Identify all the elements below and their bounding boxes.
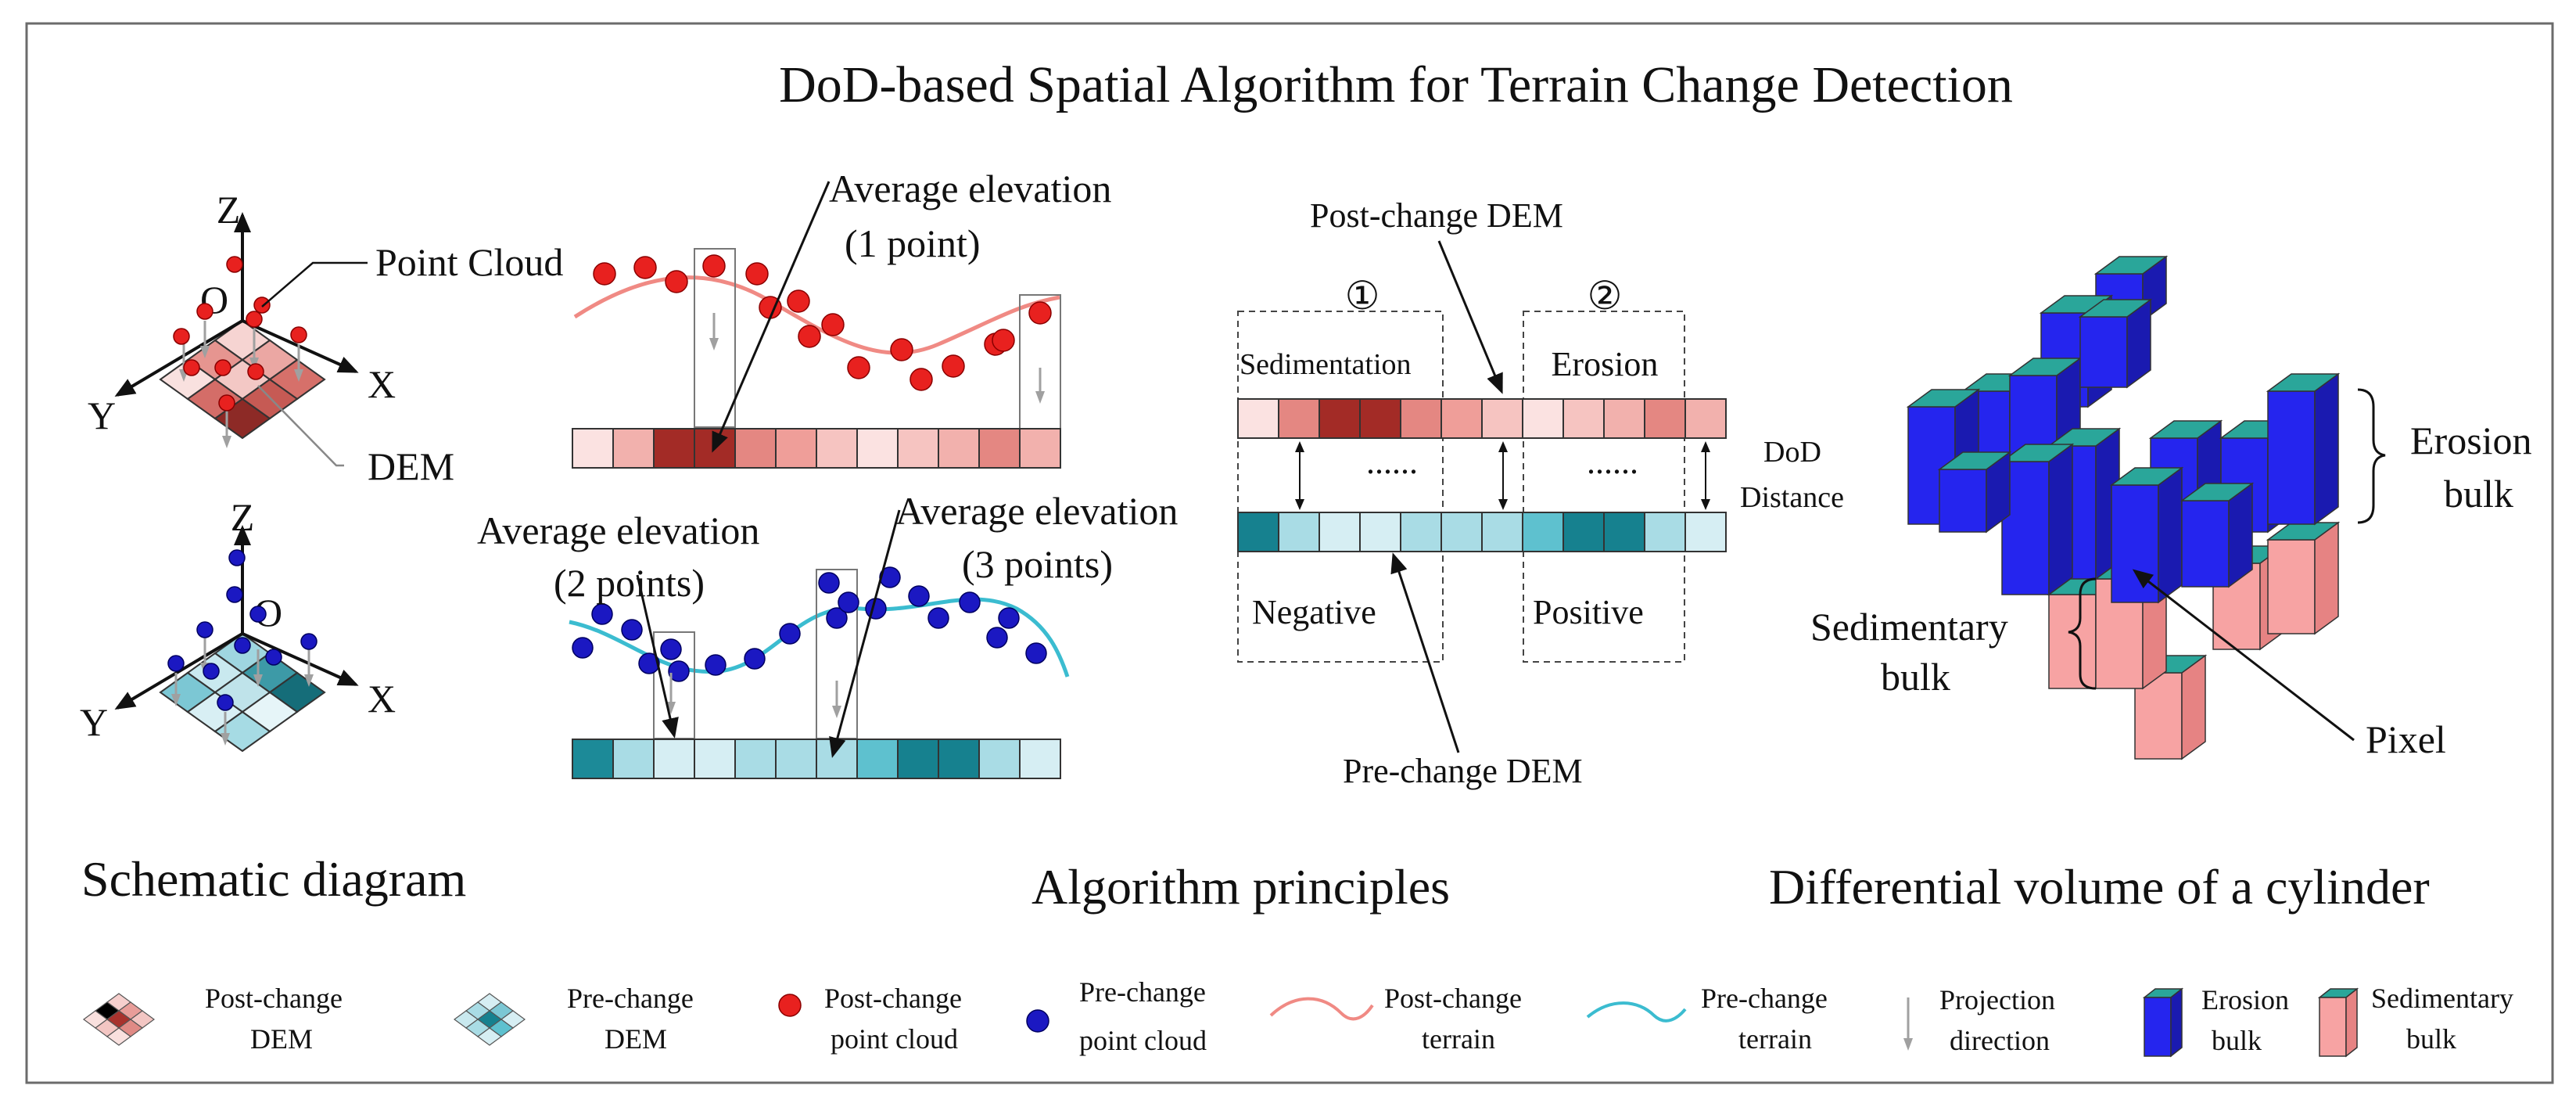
avg-elevation-1-line2: (1 point) [845, 221, 981, 265]
legend-label-post-change-point-cloud-1: Post-change [824, 983, 962, 1014]
legend-item-pre-change-point-cloud: Pre-change point cloud [1026, 976, 1207, 1056]
legend-label-pre-change-terrain-1: Pre-change [1701, 983, 1828, 1014]
x-axis-label-bottom: X [368, 677, 396, 721]
legend-label-sedimentary-2: bulk [2406, 1023, 2456, 1055]
y-axis-label-bottom: Y [80, 700, 108, 744]
dots-left: ...... [1366, 443, 1418, 481]
case-1-number: ① [1345, 274, 1380, 318]
post-change-dem-icon [82, 993, 156, 1046]
x-axis-label-top: X [368, 362, 396, 406]
z-axis-label-top: Z [217, 188, 241, 232]
sediment-block-4 [2266, 521, 2341, 635]
post-change-dem-label: Post-change DEM [1310, 196, 1563, 235]
volume-blocks [1906, 255, 2341, 760]
legend-item-post-change-point-cloud: Post-change point cloud [778, 983, 962, 1055]
sedimentary-bulk-line1: Sedimentary [1810, 605, 2008, 649]
avg-elevation-3-line1: Average elevation [895, 489, 1178, 533]
dod-pre-bar [1237, 512, 1727, 552]
legend-item-post-change-terrain: Post-change terrain [1269, 983, 1522, 1055]
sediment-brace [2068, 577, 2097, 690]
pre-change-points-schematic [167, 549, 318, 711]
legend-item-erosion-bulk: Erosion bulk [2142, 984, 2289, 1058]
avg-elevation-3-line2: (3 points) [962, 542, 1113, 586]
erosion-brace [2357, 388, 2386, 524]
legend-label-post-change-dem-2: DEM [250, 1023, 313, 1055]
erosion-block-14 [2078, 298, 2153, 389]
dod-post-bar [1237, 398, 1727, 439]
z-axis-label-bottom: Z [231, 495, 255, 539]
avg-elevation-2-line2: (2 points) [554, 561, 705, 605]
post-change-points-profile [593, 254, 1052, 391]
legend-label-post-change-terrain-2: terrain [1422, 1023, 1495, 1055]
legend-label-projection-1: Projection [1939, 984, 2055, 1015]
negative-label: Negative [1252, 593, 1376, 631]
case-1-box [1237, 311, 1444, 663]
legend-item-projection-direction: Projection direction [1903, 984, 2055, 1056]
red-curve-icon [1269, 997, 1374, 1021]
pixel-label: Pixel [2366, 717, 2446, 761]
legend-label-pre-change-point-cloud-2: point cloud [1079, 1025, 1207, 1056]
legend-label-pre-change-point-cloud-1: Pre-change [1079, 976, 1206, 1008]
legend-label-pre-change-dem-2: DEM [605, 1023, 667, 1055]
erosion-block-8 [2266, 372, 2341, 526]
legend-item-post-change-dem: Post-change DEM [82, 983, 343, 1055]
erosion-block-13 [1937, 451, 2012, 534]
legend-item-pre-change-terrain: Pre-change terrain [1586, 983, 1828, 1055]
legend-label-projection-2: direction [1950, 1025, 2050, 1056]
volume-section-label: Differential volume of a cylinder [1769, 859, 2430, 915]
erosion-bulk-line2: bulk [2444, 472, 2513, 516]
legend-label-erosion-2: bulk [2212, 1025, 2262, 1056]
post-change-points-schematic [173, 256, 307, 412]
sediment-cube-icon [2317, 987, 2359, 1058]
principles-section-label: Algorithm principles [1031, 859, 1450, 915]
case-2-box [1523, 311, 1685, 663]
pre-change-dem-bar [572, 739, 1061, 779]
outer-frame [25, 22, 2554, 1084]
erosion-label: Erosion [1552, 345, 1659, 383]
schematic-section-label: Schematic diagram [81, 851, 466, 907]
projection-box-1 [694, 248, 736, 428]
erosion-cube-icon [2142, 987, 2184, 1058]
avg-elevation-1-line1: Average elevation [829, 167, 1111, 210]
post-change-dem-bar [572, 428, 1061, 469]
volume-panel: Erosion bulk Sedimentary bulk Pixel Diff… [1769, 255, 2532, 915]
legend-label-sedimentary-1: Sedimentary [2371, 983, 2513, 1014]
red-point-icon [778, 994, 802, 1017]
erosion-bulk-line1: Erosion [2410, 419, 2532, 462]
erosion-block-10 [2000, 443, 2075, 596]
pre-change-dem-icon [453, 993, 526, 1046]
erosion-block-12 [2180, 482, 2255, 588]
distance-label: Distance [1740, 481, 1844, 514]
principles-panel: Average elevation (1 point) [477, 167, 1844, 915]
legend-label-post-change-terrain-1: Post-change [1384, 983, 1522, 1014]
sedimentation-label: Sedimentation [1240, 348, 1412, 381]
legend-label-pre-change-dem-1: Pre-change [567, 983, 694, 1014]
dod-label: DoD [1763, 436, 1821, 469]
legend-label-erosion-1: Erosion [2201, 984, 2289, 1015]
legend-item-pre-change-dem: Pre-change DEM [453, 983, 694, 1055]
legend-item-sedimentary-bulk: Sedimentary bulk [2317, 983, 2513, 1058]
dots-right: ...... [1587, 443, 1638, 481]
page-title: DoD-based Spatial Algorithm for Terrain … [779, 56, 2013, 113]
positive-label: Positive [1533, 593, 1644, 631]
legend: Post-change DEM Pre-change DEM Post-chan… [82, 976, 2513, 1058]
avg-elevation-2-line1: Average elevation [477, 509, 759, 552]
schematic-panel: Z X Y O Point Cloud DEM [80, 188, 563, 907]
legend-label-pre-change-terrain-2: terrain [1738, 1023, 1812, 1055]
cyan-curve-icon [1586, 1001, 1687, 1023]
case-2-number: ② [1588, 274, 1623, 318]
y-axis-label-top: Y [88, 394, 116, 437]
legend-label-post-change-point-cloud-2: point cloud [831, 1023, 958, 1055]
point-cloud-label: Point Cloud [375, 240, 563, 284]
sedimentary-bulk-line2: bulk [1881, 655, 1950, 699]
post-change-terrain-curve [573, 275, 1060, 355]
legend-label-post-change-dem-1: Post-change [205, 983, 343, 1014]
dem-label: DEM [368, 444, 454, 488]
blue-point-icon [1026, 1009, 1049, 1033]
pre-change-dem-label: Pre-change DEM [1343, 752, 1583, 790]
erosion-block-11 [2109, 466, 2184, 604]
pre-change-points-profile [572, 566, 1047, 682]
